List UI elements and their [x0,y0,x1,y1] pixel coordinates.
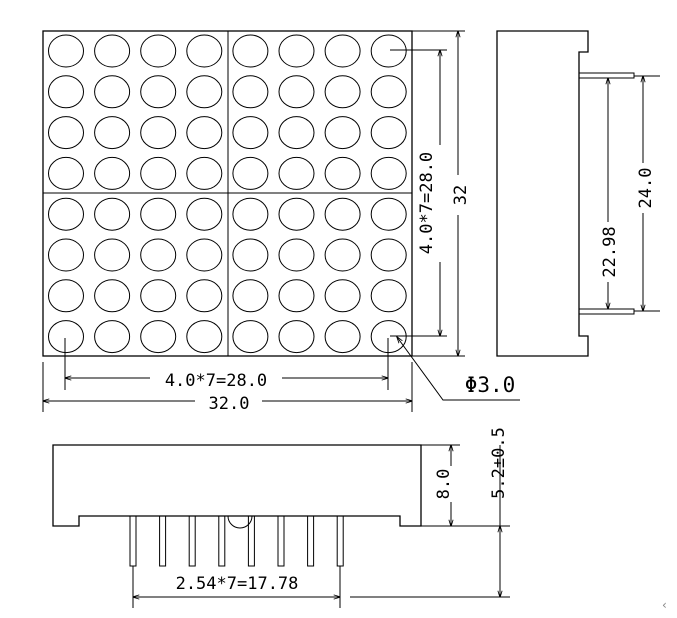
diameter-label: Φ3.0 [465,373,516,397]
led-dot [278,279,315,313]
led-dot [94,238,131,272]
led-dot [48,75,84,109]
led-dot [370,320,407,354]
pin [247,515,255,567]
bottom-view-body [52,444,422,527]
led-dot [278,238,315,272]
led-dot [186,34,223,68]
led-dot [324,279,361,313]
led-dot [232,320,269,354]
led-dot [278,34,315,68]
led-dot [324,116,361,150]
pin [277,515,285,567]
led-dot [324,75,361,109]
led-dot [48,34,84,68]
pin [336,515,344,567]
led-dot [140,75,177,109]
pin [159,515,167,567]
led-dot [232,238,269,272]
led-dot [94,320,131,354]
led-dot [370,197,407,231]
led-dot [370,279,407,313]
pins [129,515,344,567]
bottom-notch [227,515,253,529]
led-dot [324,320,361,354]
led-dot [48,116,84,150]
led-dot [140,116,177,150]
led-dot [48,320,84,354]
led-dot [186,238,223,272]
led-grid [48,34,407,354]
edge-mark: ‹ [662,598,667,612]
pin [129,515,137,567]
bottom-pin-length-label: 5.2±0.5 [489,427,509,499]
side-pin-top [578,72,635,79]
led-dot [370,238,407,272]
led-dot [48,238,84,272]
led-dot [370,75,407,109]
led-dot [232,279,269,313]
side-outer-label: 24.0 [636,168,656,209]
led-dot [370,116,407,150]
led-dot [140,197,177,231]
right-pitch-label: 4.0*7=28.0 [417,152,437,254]
led-dot [94,156,131,190]
led-dot [324,34,361,68]
led-dot [186,197,223,231]
pin [218,515,226,567]
led-dot [140,34,177,68]
bottom-pitch-label: 2.54*7=17.78 [176,574,299,594]
right-height-label: 32 [451,185,471,205]
led-dot [186,156,223,190]
led-dot [324,238,361,272]
led-dot [186,75,223,109]
led-dot [94,34,131,68]
led-dot [232,34,269,68]
led-dot [140,156,177,190]
led-dot [140,279,177,313]
bottom-body-height-label: 8.0 [434,469,454,500]
pin [307,515,315,567]
led-dot [278,116,315,150]
led-dot [278,320,315,354]
led-dot [324,197,361,231]
led-dot [94,75,131,109]
led-dot [278,197,315,231]
led-dot [324,156,361,190]
led-dot [186,116,223,150]
led-dot [232,75,269,109]
side-inner-label: 22.98 [600,226,620,277]
led-dot [232,116,269,150]
label-mask [154,572,320,592]
side-view-body [496,30,589,357]
side-pin-bottom [578,308,635,315]
led-dot [94,279,131,313]
led-dot [232,156,269,190]
led-dot [48,197,84,231]
top-width-label: 32.0 [209,394,250,414]
top-pitch-label: 4.0*7=28.0 [165,371,267,391]
led-dot [370,156,407,190]
led-dot [278,75,315,109]
led-dot [94,116,131,150]
led-dot [186,320,223,354]
led-dot [94,197,131,231]
led-dot [140,320,177,354]
led-dot [48,279,84,313]
led-dot [48,156,84,190]
led-dot [232,197,269,231]
pin [188,515,196,567]
led-dot [370,34,407,68]
led-dot [186,279,223,313]
led-dot [278,156,315,190]
led-dot [140,238,177,272]
diameter-leader [397,337,520,401]
